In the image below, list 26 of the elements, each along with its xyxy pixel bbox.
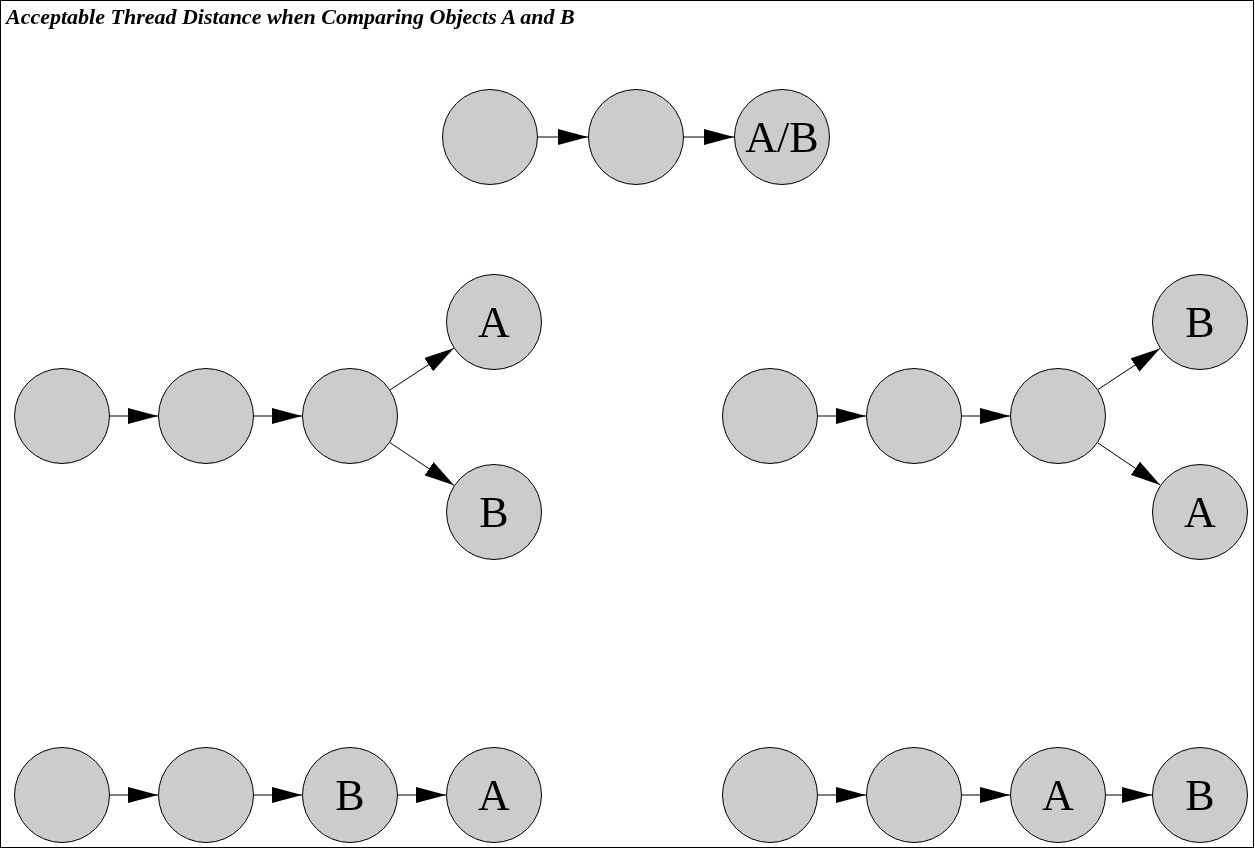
node-label: A <box>478 296 510 348</box>
arrow <box>109 408 159 424</box>
node-label: B <box>1185 769 1215 821</box>
arrow <box>397 787 447 803</box>
arrow <box>109 787 159 803</box>
node-label: A <box>478 769 510 821</box>
node-label: A <box>1042 769 1074 821</box>
arrow <box>961 787 1011 803</box>
arrow <box>961 408 1011 424</box>
arrow <box>389 442 455 486</box>
node-label: B <box>1185 296 1215 348</box>
arrow <box>389 347 455 391</box>
arrow <box>1097 442 1161 486</box>
arrow <box>253 787 303 803</box>
arrow <box>817 408 867 424</box>
arrow <box>683 129 735 145</box>
arrow <box>1105 787 1153 803</box>
node-label: A/B <box>745 111 819 163</box>
node-label: B <box>479 486 509 538</box>
arrow <box>817 787 867 803</box>
arrow <box>253 408 303 424</box>
arrow <box>1097 348 1161 390</box>
arrow <box>537 129 589 145</box>
node-label: A <box>1184 486 1216 538</box>
node-label: B <box>335 769 365 821</box>
diagram-title: Acceptable Thread Distance when Comparing Objects A and B <box>6 4 575 30</box>
